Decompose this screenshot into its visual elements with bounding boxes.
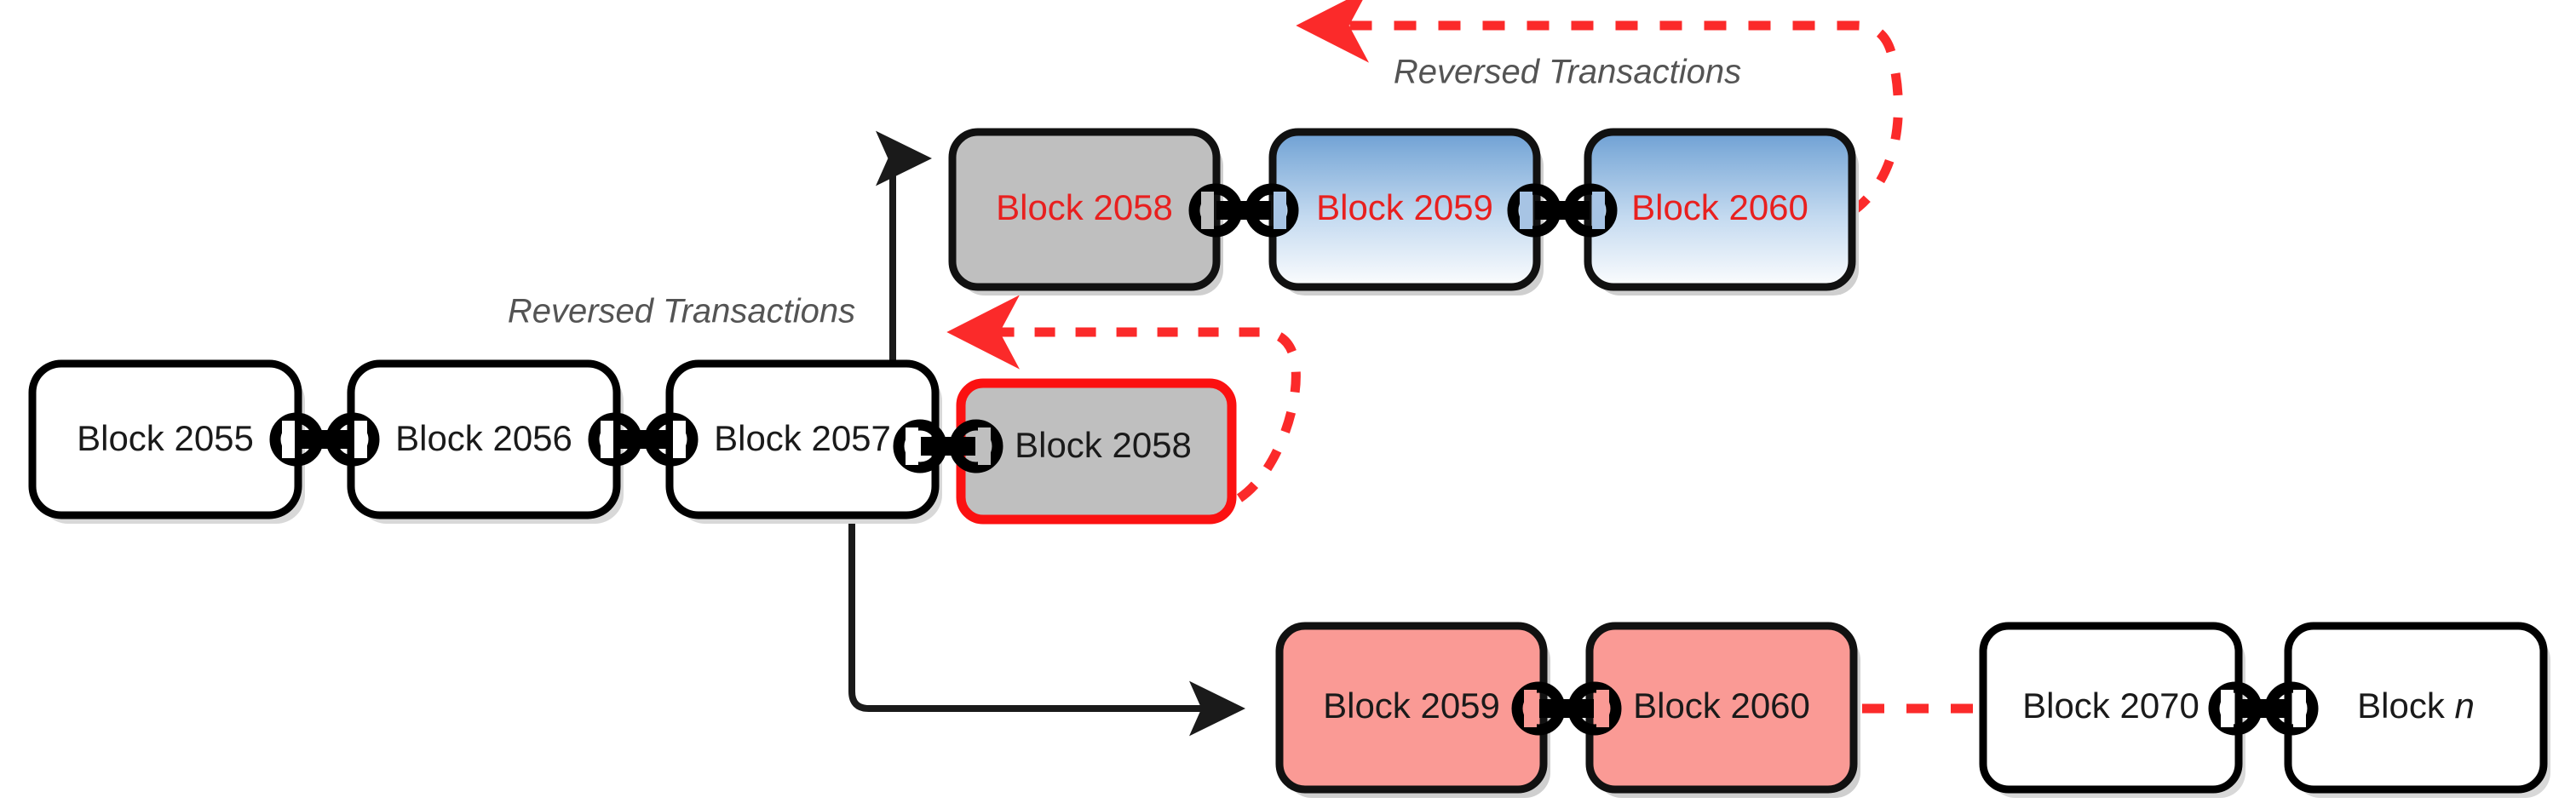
chain-link-icon [2208, 681, 2319, 736]
block-label-index: n [2455, 686, 2475, 726]
block-label: Block 2060 [1631, 187, 1808, 227]
reversed-arrow-top [1296, 0, 1903, 217]
chain-link-icon [269, 412, 380, 467]
reversed-transactions-label-bottom: Reversed Transactions [508, 293, 855, 330]
block-2060-fork[interactable]: Block 2060 [1584, 128, 1859, 295]
block-label: Block 2055 [77, 418, 254, 458]
block-2060-main[interactable]: Block 2060 [1585, 622, 1860, 798]
reversed-transactions-label-top: Reversed Transactions [1394, 54, 1741, 91]
chain-link-icon [1507, 183, 1618, 238]
block-2070[interactable]: Block 2070 [1979, 622, 2245, 798]
block-label: Block 2058 [1015, 425, 1192, 465]
block-label-text: Block [2357, 686, 2454, 726]
block-label: Block 2057 [714, 418, 891, 458]
block-label: Block 2059 [1316, 187, 1493, 227]
block-label: Block 2056 [395, 418, 572, 458]
chain-link-icon [1188, 183, 1299, 238]
block-n[interactable]: Block n [2284, 622, 2550, 798]
chain-link-icon [1511, 681, 1622, 736]
fork-arrow-up [876, 130, 932, 392]
fork-arrow-down [848, 511, 1245, 737]
block-2059-main[interactable]: Block 2059 [1275, 622, 1550, 798]
block-2056[interactable]: Block 2056 [347, 359, 624, 524]
chain-link-icon [893, 419, 1003, 473]
block-label: Block 2070 [2022, 686, 2199, 726]
block-2055[interactable]: Block 2055 [28, 359, 305, 524]
block-label: Block 2058 [996, 187, 1173, 227]
block-label: Block 2060 [1633, 686, 1810, 726]
block-label: Block 2059 [1323, 686, 1500, 726]
block-2057[interactable]: Block 2057 [665, 359, 942, 524]
block-2059-fork[interactable]: Block 2059 [1268, 128, 1544, 295]
block-label: Block n [2357, 686, 2475, 726]
chain-link-icon [588, 412, 699, 467]
block-2058-fork[interactable]: Block 2058 [948, 128, 1223, 295]
